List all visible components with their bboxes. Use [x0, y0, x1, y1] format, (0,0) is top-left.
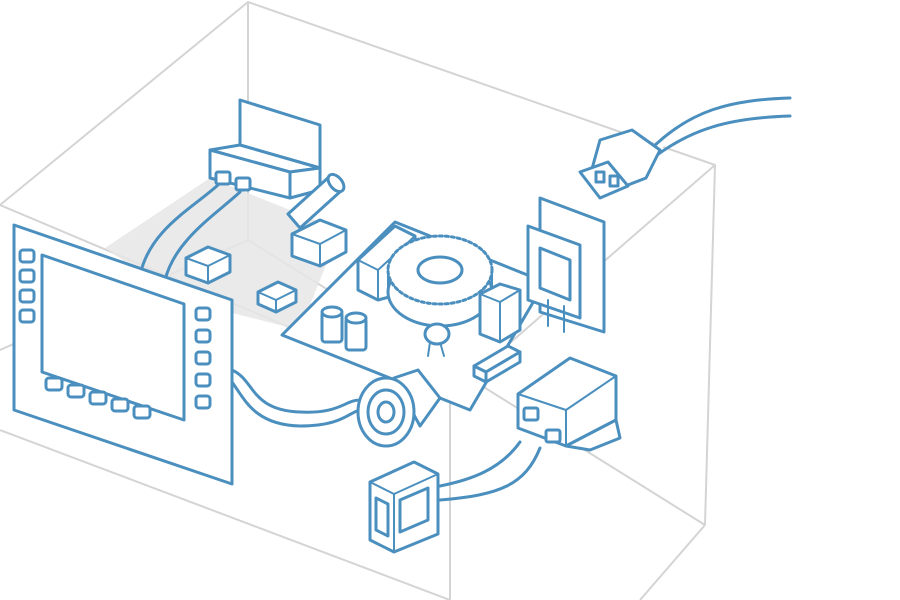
lower-connector — [438, 356, 622, 502]
power-switch — [368, 460, 440, 554]
toroid-transformer — [386, 234, 494, 328]
capacitor-1 — [320, 305, 344, 344]
smd-chip-left — [184, 245, 232, 285]
speaker — [356, 368, 442, 448]
smd-chip-small — [256, 280, 298, 314]
relay-block — [290, 218, 348, 268]
power-cord-plug — [578, 96, 793, 200]
fuse-holder — [472, 344, 522, 384]
display-panel — [12, 223, 364, 486]
capacitor-2 — [344, 311, 368, 352]
fuse — [286, 172, 346, 230]
iec-inlet-socket — [526, 196, 606, 334]
pcb-tall-block — [478, 282, 522, 344]
disc-capacitor — [423, 322, 451, 357]
top-connector — [138, 98, 322, 282]
